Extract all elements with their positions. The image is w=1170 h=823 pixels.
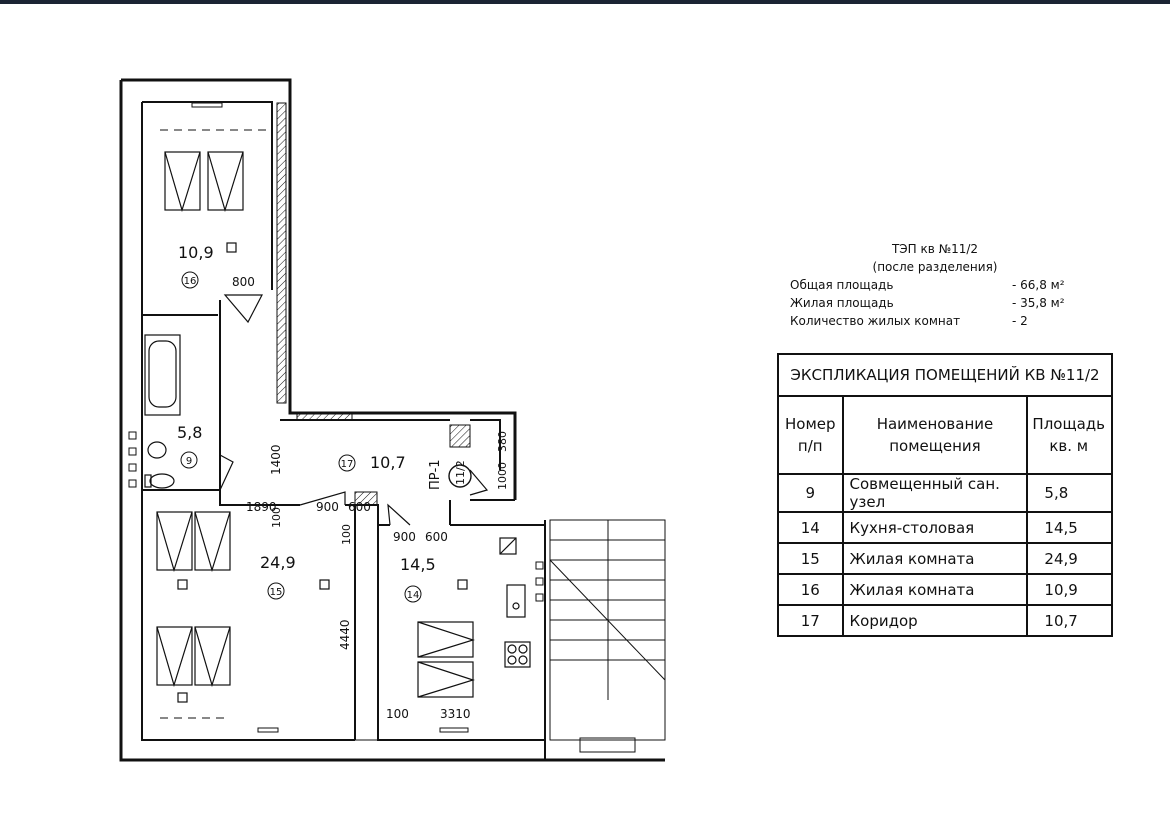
doors <box>219 294 489 526</box>
dim-800: 800 <box>232 275 255 289</box>
room-14-area: 14,5 <box>400 555 436 574</box>
room-16-area: 10,9 <box>178 243 214 262</box>
dim-3310: 3310 <box>440 707 471 721</box>
room-16-number: 16 <box>184 276 197 287</box>
room-17-area: 10,7 <box>370 453 406 472</box>
tep-block: ТЭП кв №11/2 (после разделения) Общая пл… <box>790 240 1090 330</box>
room-9-number: 9 <box>186 456 192 467</box>
dim-100-mid: 100 <box>340 524 353 545</box>
header-area: Площадь кв. м <box>1026 395 1113 475</box>
table-row: 16 Жилая комната 10,9 <box>777 573 1113 606</box>
room-17-number: 17 <box>341 459 354 470</box>
dim-1400: 1400 <box>269 444 283 475</box>
room-labels: 10,9 16 5,8 9 17 10,7 24,9 15 14,5 14 ПР… <box>177 243 472 603</box>
tep-row: Жилая площадь - 35,8 м² <box>790 296 1065 310</box>
table-row: 15 Жилая комната 24,9 <box>777 542 1113 575</box>
dim-100-bottom: 100 <box>386 707 409 721</box>
dim-100-left: 100 <box>270 507 283 528</box>
dim-1890: 1890 <box>246 500 277 514</box>
explication-table: ЭКСПЛИКАЦИЯ ПОМЕЩЕНИЙ КВ №11/2 Номер п/п… <box>777 353 1113 637</box>
tep-row: Количество жилых комнат - 2 <box>790 314 1028 328</box>
dimensions: 800 1400 100 1890 900 600 100 900 600 44… <box>232 275 509 721</box>
dim-4440: 4440 <box>338 619 352 650</box>
tep-row: Общая площадь - 66,8 м² <box>790 278 1065 292</box>
unit-mark: 11/2 <box>454 460 467 485</box>
table-row: 17 Коридор 10,7 <box>777 604 1113 637</box>
room-9-area: 5,8 <box>177 423 202 442</box>
tep-subtitle: (после разделения) <box>872 260 998 274</box>
dim-380: 380 <box>496 431 509 452</box>
outlets <box>128 102 544 733</box>
table-row: 9 Совмещенный сан. узел 5,8 <box>777 473 1113 513</box>
walls <box>119 78 665 762</box>
floor-plan: 10,9 16 5,8 9 17 10,7 24,9 15 14,5 14 ПР… <box>119 78 666 762</box>
room-15-number: 15 <box>270 587 283 598</box>
top-bar <box>0 0 1170 4</box>
furniture <box>144 151 531 703</box>
dim-600-a: 600 <box>348 500 371 514</box>
dim-900-b: 900 <box>393 530 416 544</box>
partition-mark: ПР-1 <box>428 459 443 490</box>
dim-1000: 1000 <box>496 462 509 490</box>
dim-900-a: 900 <box>316 500 339 514</box>
dim-600-b: 600 <box>425 530 448 544</box>
tep-title: ТЭП кв №11/2 <box>891 242 979 256</box>
table-row: 14 Кухня-столовая 14,5 <box>777 511 1113 544</box>
header-name: Наименование помещения <box>841 395 1029 475</box>
header-number: Номер п/п <box>777 395 844 475</box>
room-15-area: 24,9 <box>260 553 296 572</box>
room-14-number: 14 <box>407 590 420 601</box>
table-title: ЭКСПЛИКАЦИЯ ПОМЕЩЕНИЙ КВ №11/2 <box>777 353 1113 397</box>
staircase <box>549 519 666 753</box>
